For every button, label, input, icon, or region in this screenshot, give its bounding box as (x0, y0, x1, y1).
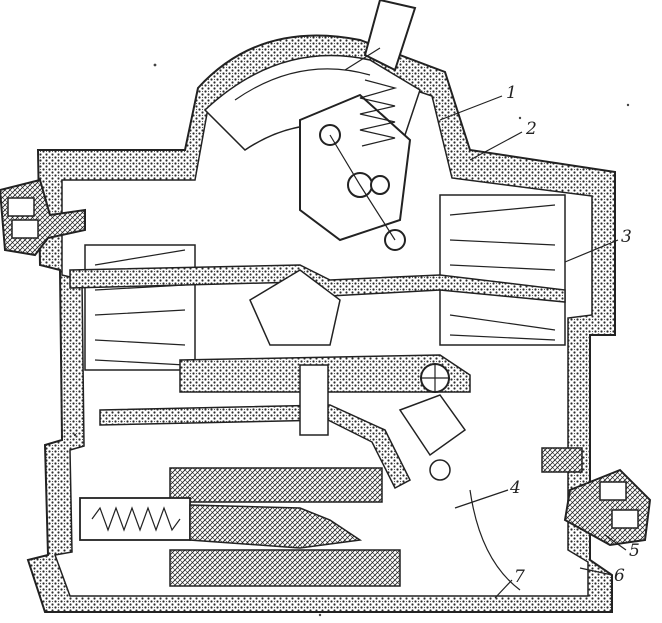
leader-2 (469, 131, 523, 161)
left-terminal (0, 178, 86, 257)
callout-label-2: 2 (525, 119, 537, 139)
solenoid-plunger (79, 497, 363, 549)
callout-label-3: 3 (621, 227, 632, 247)
mechanism-spring (359, 79, 398, 147)
busbar (99, 363, 467, 490)
arc-chute-right (439, 194, 566, 346)
leader-4 (454, 489, 509, 509)
release-coil-lower (169, 549, 401, 587)
flexible-connector (469, 489, 527, 591)
callout-label-4: 4 (509, 478, 521, 498)
callout-labels: 1 2 3 4 5 6 7 (506, 83, 640, 587)
release-coil-upper (169, 467, 383, 503)
right-terminal (541, 447, 652, 547)
callout-leaders (439, 95, 627, 599)
callout-label-7: 7 (514, 567, 525, 587)
arc-chute-left (84, 244, 196, 371)
callout-label-1: 1 (506, 83, 517, 103)
leader-6 (579, 567, 613, 576)
leader-3 (564, 239, 619, 263)
toggle-mechanism (299, 79, 412, 251)
leader-1 (439, 95, 503, 121)
print-specks (73, 63, 630, 617)
operating-handle (344, 0, 417, 72)
callout-label-5: 5 (629, 541, 640, 561)
leader-7 (494, 579, 513, 599)
leader-5 (604, 534, 627, 551)
callout-label-6: 6 (614, 566, 625, 586)
